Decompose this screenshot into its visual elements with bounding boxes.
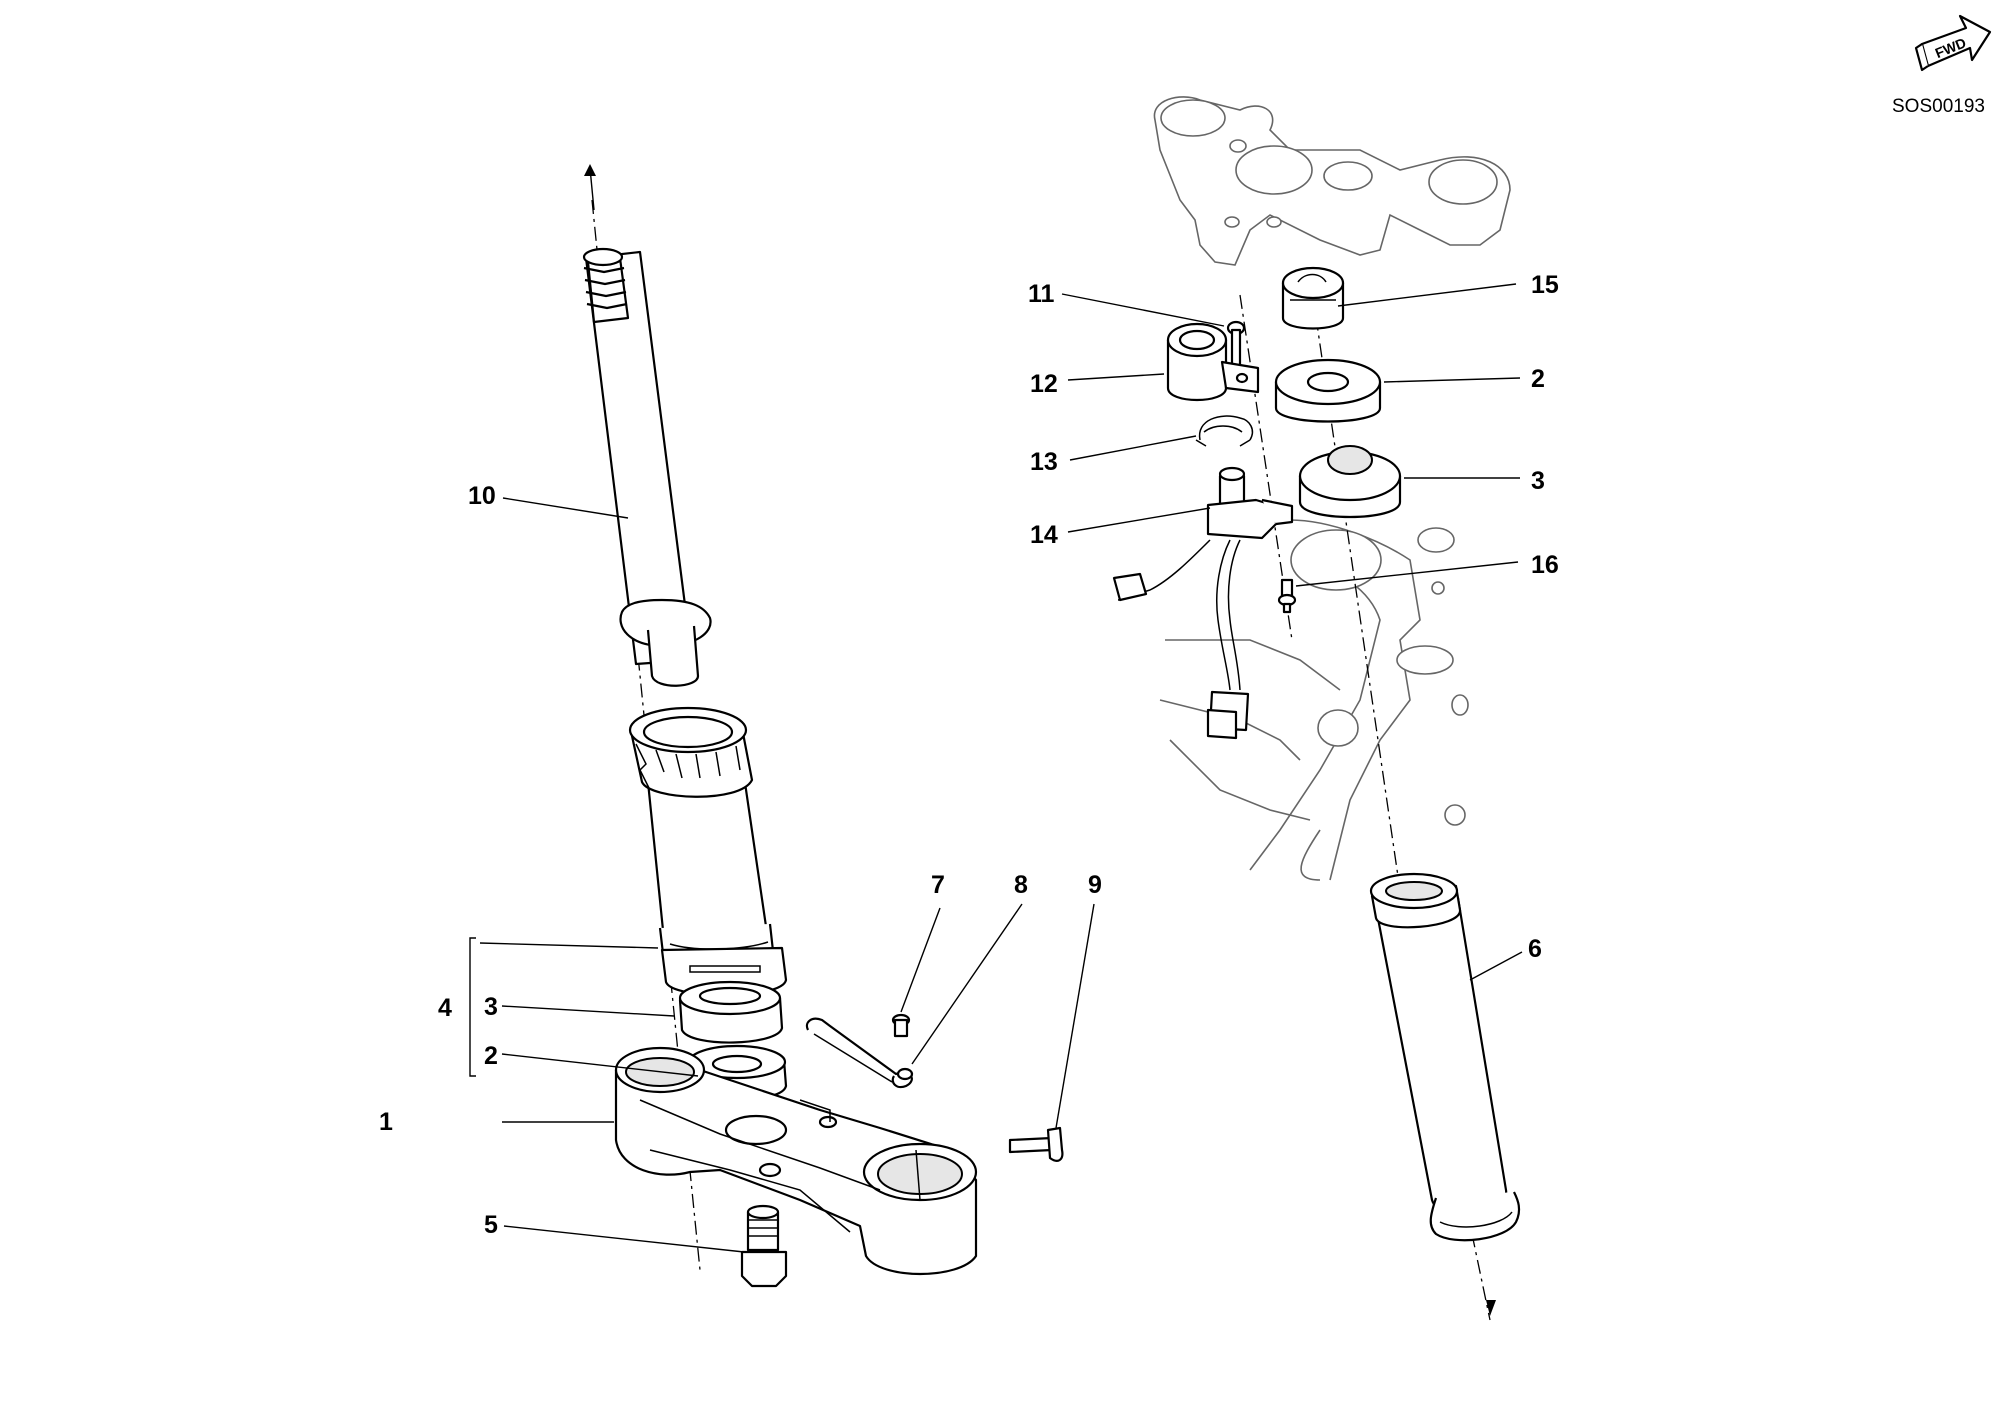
part-3-bearing-right: [1298, 445, 1402, 519]
callout-labels: 1 2 3 4 5 7 8 9 10 11 12 13 14 15 2 3 16…: [379, 271, 1559, 1239]
frame-headstock-background: [1159, 519, 1469, 881]
part-6-fork-tube: [1369, 872, 1521, 1242]
callout-1: 1: [379, 1108, 393, 1136]
callout-5: 5: [484, 1211, 498, 1239]
upper-triple-clamp-background: [1153, 96, 1511, 266]
down-arrow-icon: [1486, 1300, 1496, 1316]
callout-10: 10: [468, 482, 496, 510]
part-5-bolt: [740, 1204, 788, 1288]
part-8-bracket: [805, 1017, 914, 1089]
part-3-bearing-left: [678, 980, 784, 1044]
callout-11: 11: [1028, 280, 1055, 308]
callout-16: 16: [1531, 551, 1559, 579]
part-1-lower-triple-clamp: [614, 1046, 978, 1276]
group-4-bracket: [469, 937, 476, 1077]
callout-2-left: 2: [484, 1042, 498, 1070]
callout-9: 9: [1088, 871, 1102, 899]
part-12-sensor-holder: [1166, 322, 1260, 402]
part-2-seal-right: [1274, 358, 1382, 423]
part-16-bolt: [1277, 578, 1297, 614]
callout-6: 6: [1528, 935, 1542, 963]
callout-7: 7: [931, 871, 945, 899]
part-11-screw: [1226, 320, 1246, 372]
fwd-direction-icon: FWD: [1914, 14, 1992, 72]
drawing-code: SOS00193: [1892, 96, 1985, 117]
part-13-clip: [1195, 415, 1254, 447]
part-14-sensor: [1112, 466, 1294, 740]
part-15-cap-nut: [1281, 266, 1345, 330]
callout-15: 15: [1531, 271, 1559, 299]
callout-3-left: 3: [484, 993, 498, 1021]
callout-4: 4: [438, 994, 452, 1022]
callout-13: 13: [1030, 448, 1058, 476]
callout-14: 14: [1030, 521, 1058, 549]
up-arrow-icon: [584, 164, 596, 176]
part-9-bolt: [1008, 1126, 1064, 1162]
leader-lines: [469, 283, 1523, 1253]
callout-3-right: 3: [1531, 467, 1545, 495]
callout-2-right: 2: [1531, 365, 1545, 393]
callout-12: 12: [1030, 370, 1058, 398]
part-7-screw: [891, 1013, 911, 1038]
callout-8: 8: [1014, 871, 1028, 899]
part-10-steering-stem: [582, 247, 712, 687]
headstock-tube-left: [628, 706, 776, 978]
